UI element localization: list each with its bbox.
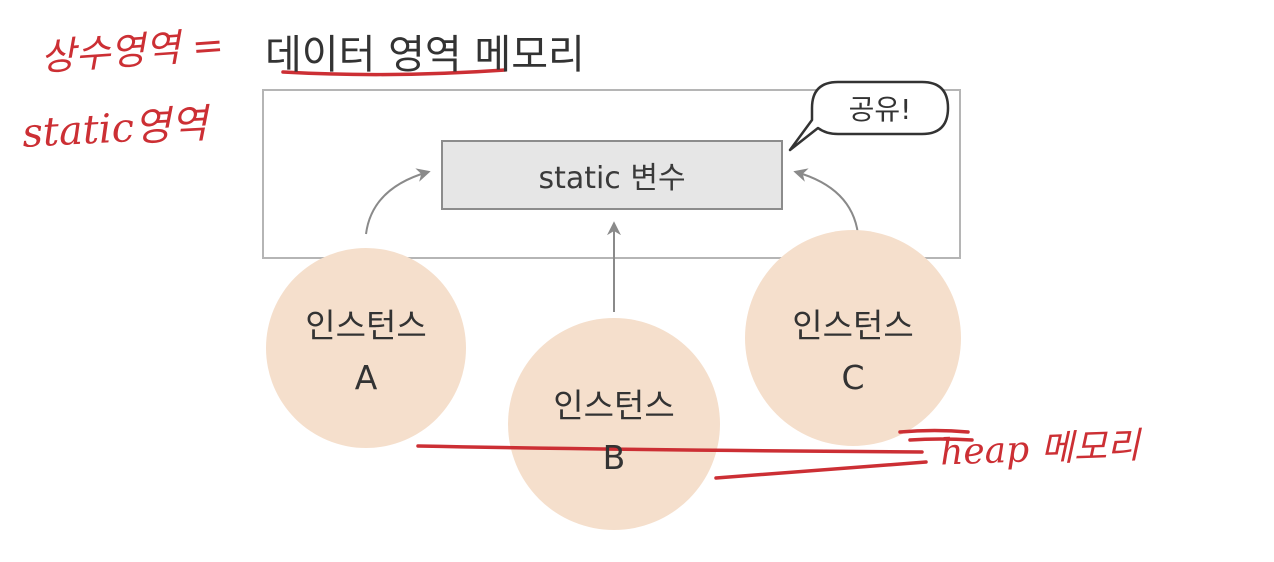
instance-c-label: 인스턴스 C (773, 300, 933, 404)
instance-a-letter: A (354, 358, 378, 397)
arrow-instance-c-to-static (793, 168, 859, 235)
instance-b-letter: B (602, 438, 626, 477)
heap-line-from-b (714, 460, 928, 480)
handwritten-marks (281, 68, 974, 480)
instance-c-circle (745, 230, 961, 446)
instance-c-letter: C (841, 358, 865, 397)
static-variable-label: static 변수 (538, 161, 686, 196)
arrow-instance-a-to-static (365, 168, 431, 235)
instance-a-name: 인스턴스 (305, 306, 427, 345)
heap-dash-top (898, 428, 970, 434)
instance-a-circle (266, 248, 466, 448)
instance-b-circle (508, 318, 720, 530)
heap-line-from-a (416, 444, 924, 454)
title-underline (281, 68, 507, 77)
handwritten-heap-memory: heap 메모리 (939, 425, 1141, 474)
shared-speech-bubble (788, 80, 950, 152)
data-area-frame (262, 89, 961, 259)
instance-c-name: 인스턴스 (792, 306, 914, 345)
instance-a-label: 인스턴스 A (286, 300, 446, 404)
diagram-title: 데이터 영역 메모리 (265, 32, 585, 78)
shared-bubble-label: 공유! (848, 93, 912, 126)
instance-b-label: 인스턴스 B (534, 380, 694, 484)
heap-dash-mid (908, 437, 974, 442)
handwritten-static-area: static영역 (21, 101, 209, 157)
instance-b-name: 인스턴스 (553, 386, 675, 425)
static-variable-box (441, 140, 783, 210)
